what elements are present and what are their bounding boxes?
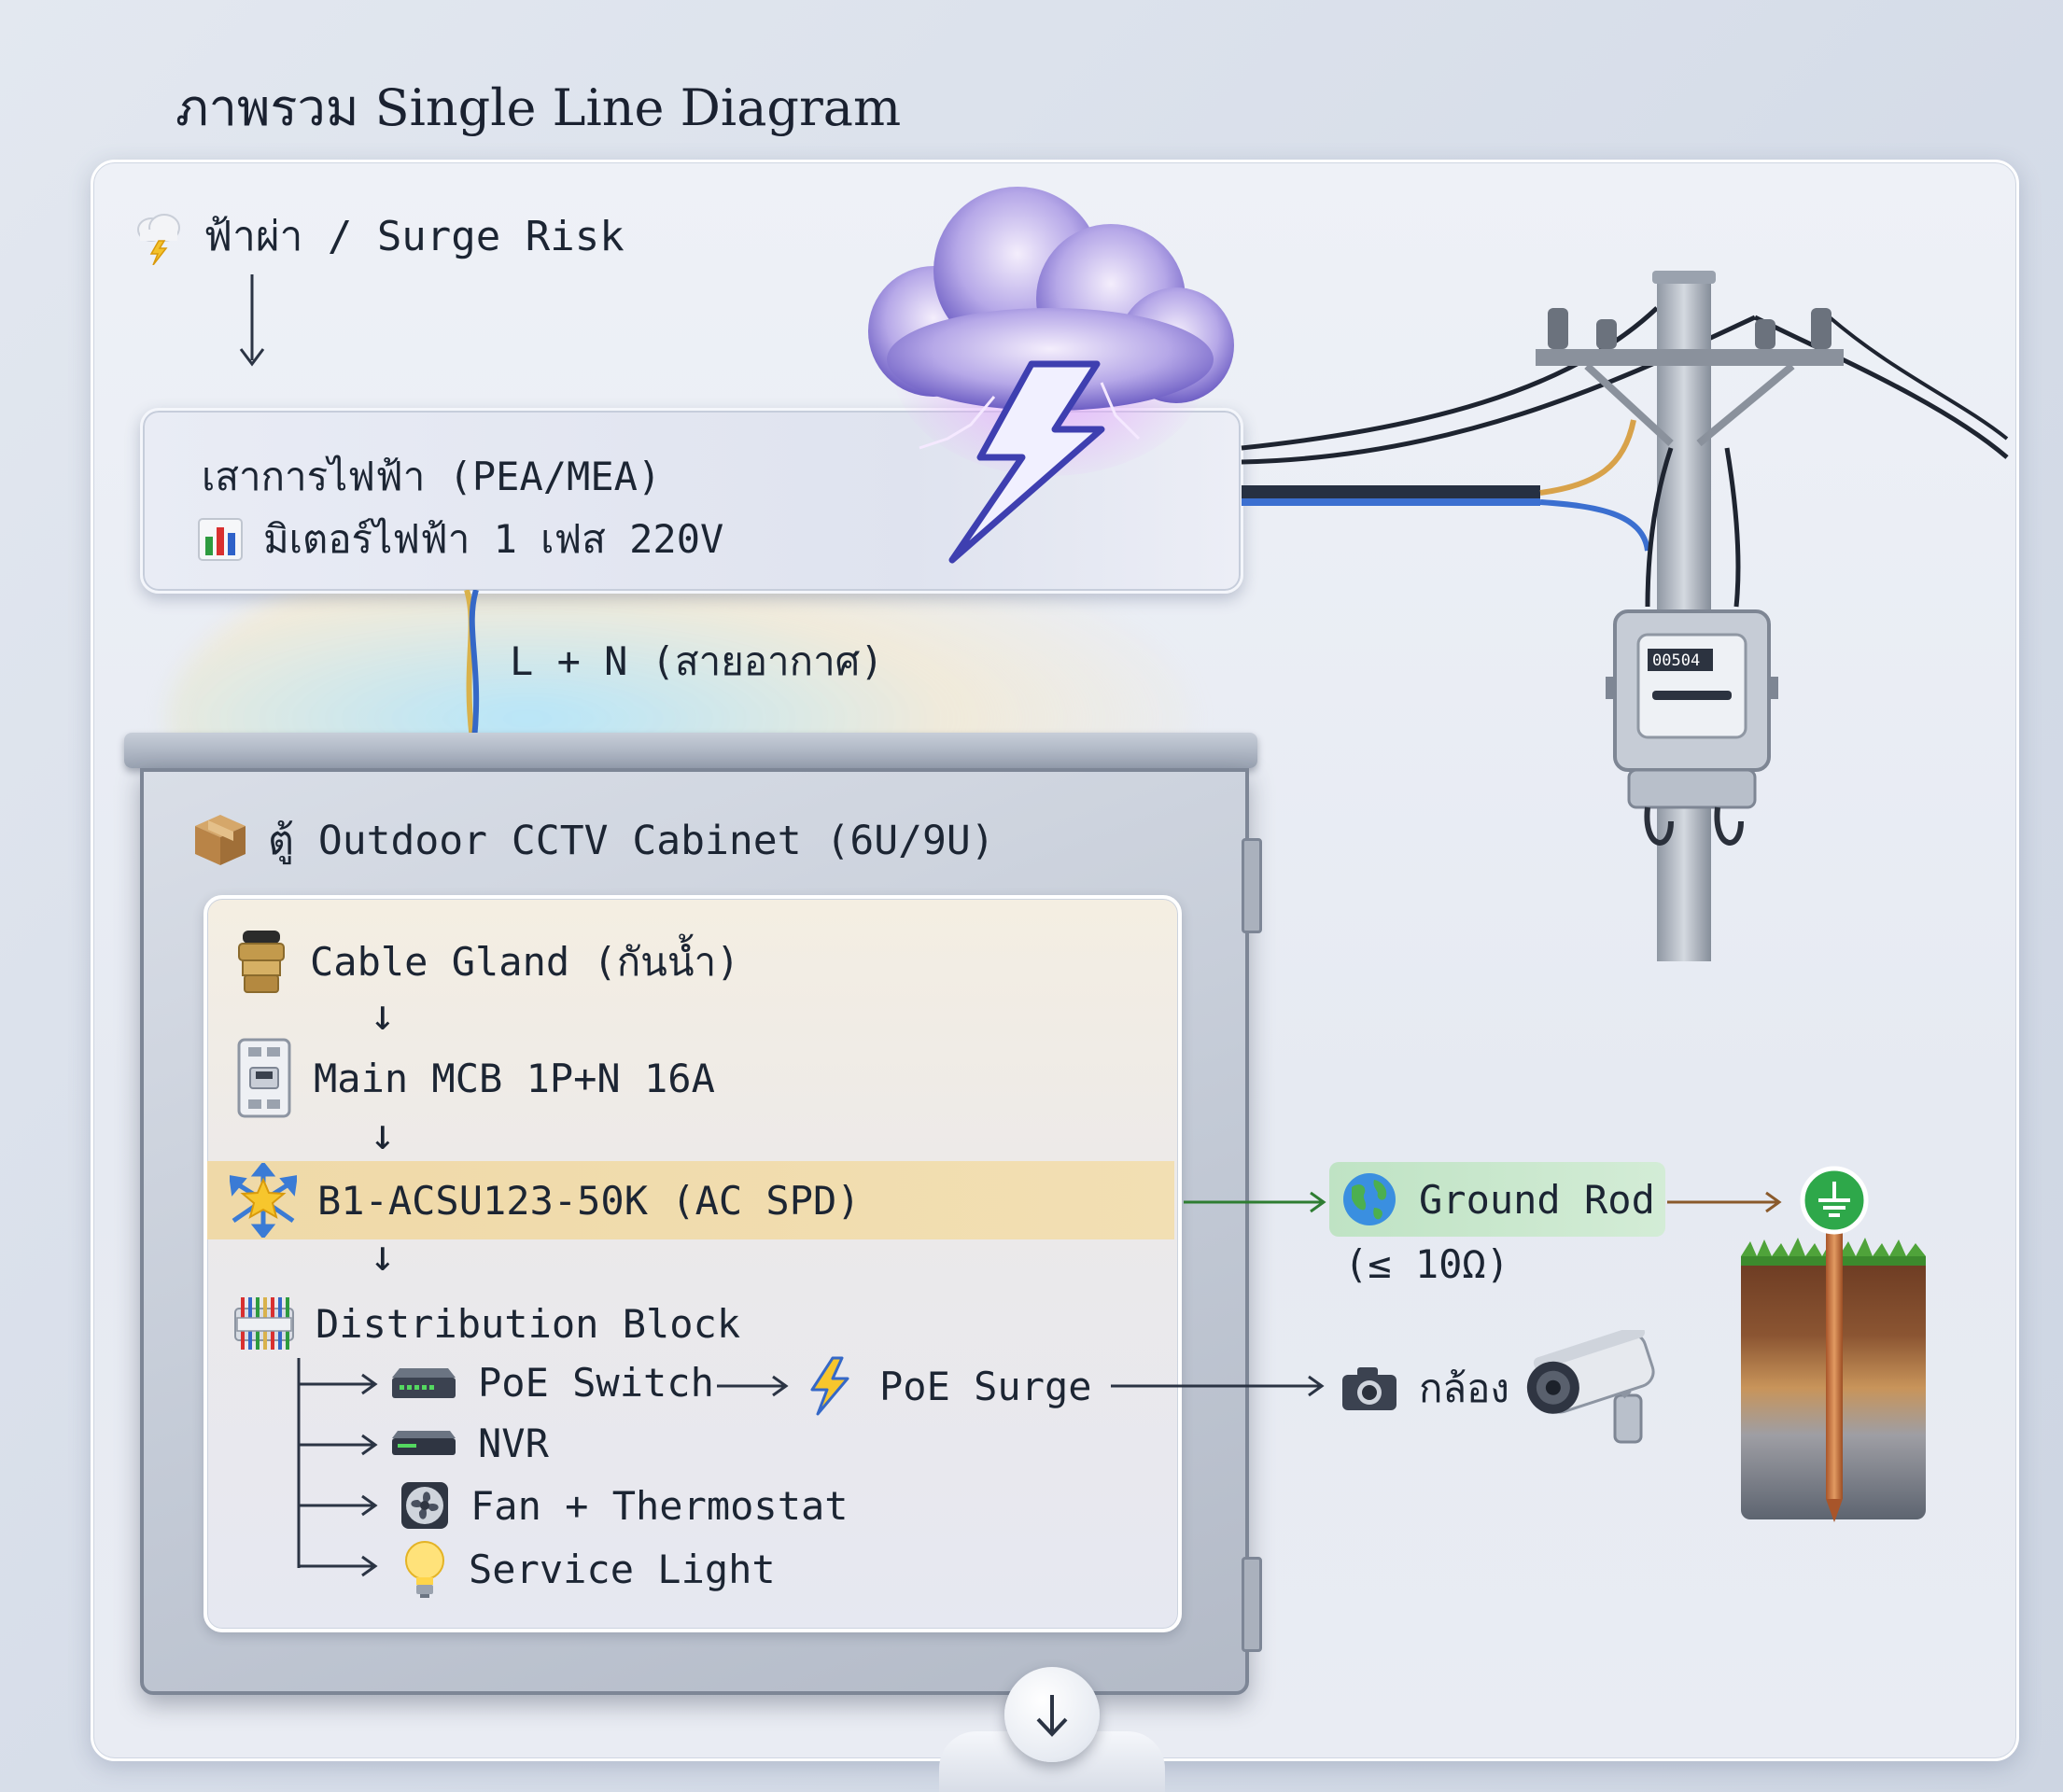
camera-row: กล้อง	[1340, 1358, 1509, 1420]
main-mcb-row: Main MCB 1P+N 16A	[235, 1038, 715, 1118]
down-arrow	[239, 274, 265, 367]
lightning-cloud-icon	[868, 187, 1234, 564]
cctv-camera-illustration	[1526, 1330, 1655, 1444]
feeder-cable	[464, 590, 480, 739]
cable-gland-label: Cable Gland (กันน้ำ)	[310, 939, 740, 985]
ground-rod-row: Ground Rod	[1340, 1170, 1655, 1228]
cable-gland-row: Cable Gland (กันน้ำ)	[233, 929, 739, 996]
meter-label: มิเตอร์ไฟฟ้า 1 เฟส 220V	[263, 516, 724, 562]
camera-icon	[1342, 1367, 1396, 1410]
ground-resistance-spec: (≤ 10Ω)	[1344, 1241, 1510, 1287]
cabinet-hinge-bottom	[1242, 1557, 1262, 1652]
light-bulb-icon	[405, 1541, 444, 1598]
poe-surge-row: PoE Surge	[801, 1356, 1092, 1416]
surge-protector-icon	[230, 1163, 297, 1238]
cabinet-roof	[124, 733, 1257, 768]
cabinet-inner-panel	[203, 895, 1182, 1632]
distribution-block-label: Distribution Block	[316, 1300, 741, 1347]
arrow-down-icon	[1036, 1695, 1068, 1737]
fan-label: Fan + Thermostat	[470, 1482, 849, 1529]
ground-rod-illustration	[1741, 1166, 1926, 1522]
cabinet-label: ตู้ Outdoor CCTV Cabinet (6U/9U)	[268, 818, 995, 864]
nvr-label: NVR	[478, 1421, 549, 1466]
ac-spd-row: B1-ACSU123-50K (AC SPD)	[230, 1163, 861, 1238]
package-icon	[195, 815, 246, 865]
down-arrow: ↓	[370, 1109, 396, 1159]
fan-icon	[401, 1482, 448, 1529]
distribution-block-row: Distribution Block	[233, 1295, 740, 1351]
surge-risk-label: ฟ้าผ่า / Surge Risk	[131, 203, 625, 269]
down-arrow: ↓	[370, 989, 396, 1040]
cable-gland-icon	[238, 931, 285, 993]
utility-pole-illustration: 00504	[1241, 271, 2009, 961]
feeder-label: L + N (สายอากาศ)	[510, 638, 884, 684]
circuit-breaker-icon	[237, 1038, 291, 1118]
poe-switch-label: PoE Switch	[478, 1360, 714, 1406]
arrow-to-camera	[1111, 1375, 1325, 1397]
main-mcb-label: Main MCB 1P+N 16A	[314, 1055, 715, 1101]
arrow-spd-to-ground	[1184, 1191, 1326, 1213]
terminal-block-icon	[234, 1297, 294, 1350]
arrow-to-earth	[1667, 1191, 1782, 1213]
cabinet-label-row: ตู้ Outdoor CCTV Cabinet (6U/9U)	[191, 808, 995, 872]
arrow-to-poe-surge	[717, 1375, 789, 1397]
spd-highlight	[207, 1161, 1174, 1239]
bar-chart-icon	[198, 518, 243, 561]
service-light-label: Service Light	[469, 1546, 776, 1592]
poe-switch-row: PoE Switch	[390, 1360, 714, 1406]
camera-label: กล้อง	[1419, 1365, 1509, 1411]
cabinet-hinge-top	[1242, 838, 1262, 933]
network-switch-icon	[392, 1367, 456, 1398]
down-arrow: ↓	[370, 1230, 396, 1281]
ground-rod-label: Ground Rod	[1419, 1176, 1655, 1223]
meter-row: มิเตอร์ไฟฟ้า 1 เฟส 220V	[198, 509, 723, 570]
scroll-down-button[interactable]	[1004, 1667, 1100, 1762]
nvr-icon	[392, 1430, 456, 1455]
lightning-icon	[810, 1356, 849, 1416]
meter-reading: 00504	[1652, 651, 1700, 670]
globe-icon	[1343, 1173, 1396, 1225]
ac-spd-label: B1-ACSU123-50K (AC SPD)	[317, 1177, 861, 1224]
nvr-row: NVR	[390, 1421, 549, 1466]
utility-pole-label: เสาการไฟฟ้า (PEA/MEA)	[202, 454, 662, 499]
page-title: ภาพรวม Single Line Diagram	[175, 78, 902, 137]
fan-row: Fan + Thermostat	[400, 1480, 849, 1531]
poe-surge-label: PoE Surge	[879, 1363, 1092, 1409]
surge-risk-text: ฟ้าผ่า / Surge Risk	[203, 213, 625, 260]
branch-connectors	[297, 1358, 378, 1577]
storm-cloud-icon	[137, 214, 180, 265]
service-light-row: Service Light	[401, 1538, 776, 1600]
